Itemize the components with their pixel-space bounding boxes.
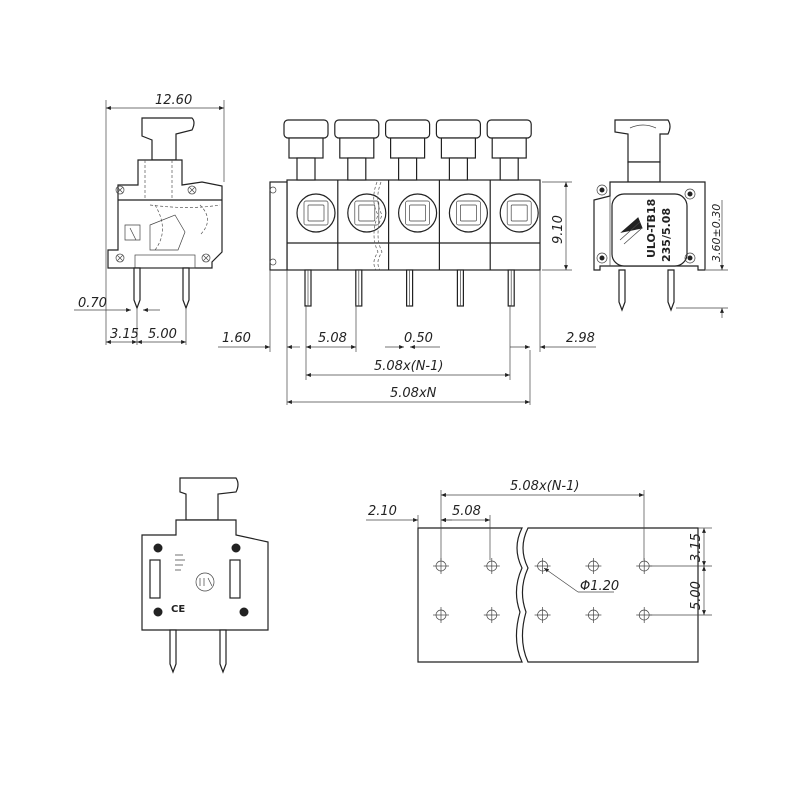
end-view: ULO-TB18 235/5.08 3.60±0.30 xyxy=(593,119,728,318)
lever-neck xyxy=(347,157,367,181)
wire-entry-hole xyxy=(347,193,387,233)
wire-entry-hole xyxy=(499,193,539,233)
lever-button xyxy=(334,119,380,139)
ul-mark-icon xyxy=(175,554,185,571)
lever-neck xyxy=(499,157,519,181)
lever-neck xyxy=(398,157,418,181)
wire-entry-square xyxy=(405,200,430,226)
dim-side-width: 12.60 xyxy=(155,93,192,108)
wire-clamp xyxy=(358,204,376,222)
ce-mark-icon: CE xyxy=(171,604,185,615)
dim-pcb-row-pitch: 5.00 xyxy=(689,581,704,610)
lever-button xyxy=(486,119,532,139)
wire-entry-hole xyxy=(398,193,438,233)
dim-row-pitch: 5.00 xyxy=(148,327,177,342)
wire-entry-hole xyxy=(448,193,488,233)
dim-pcb-row-offset: 3.15 xyxy=(689,533,704,562)
wire-entry-square xyxy=(506,200,532,226)
dim-pcb-span: 5.08x(N-1) xyxy=(510,479,579,494)
back-view: CE xyxy=(141,477,269,674)
lever-stem xyxy=(491,137,527,159)
wire-entry-square xyxy=(456,200,481,226)
wire-clamp xyxy=(510,204,528,222)
front-end-cap xyxy=(269,181,288,271)
dim-height: 9.10 xyxy=(551,215,566,244)
wire-entry-hole xyxy=(296,193,336,233)
wire-clamp xyxy=(460,204,477,222)
end-cap-screw-icon xyxy=(269,186,277,194)
side-view: 12.60 0.70 3.15 5.00 xyxy=(74,93,225,345)
series-marking: ULO-TB18 xyxy=(645,199,658,258)
break-line xyxy=(377,181,383,271)
break-line xyxy=(373,181,379,271)
front-view xyxy=(269,119,541,307)
wire-clamp xyxy=(409,204,426,222)
pcb-hole-grid xyxy=(433,558,653,623)
wire-entry-square xyxy=(354,200,380,226)
lever-stem xyxy=(440,137,476,159)
certification-mark-icon xyxy=(195,572,215,592)
front-dimensions: 1.60 5.08 0.50 2.98 5.08x(N-1) 5.08xN 9.… xyxy=(218,181,596,405)
end-cap-screw-icon xyxy=(269,258,277,266)
dim-pin-height: 3.60±0.30 xyxy=(710,204,723,262)
wire-entry-square xyxy=(303,200,329,226)
dim-span-n: 5.08xN xyxy=(390,386,437,401)
dim-pcb-pitch: 5.08 xyxy=(452,504,481,519)
dim-left-margin: 1.60 xyxy=(222,331,251,346)
brand-logo-icon xyxy=(620,217,643,233)
lever-neck xyxy=(448,157,468,181)
lever-stem xyxy=(288,137,324,159)
lever-neck xyxy=(296,157,316,181)
dim-pcb-edge: 2.10 xyxy=(368,504,397,519)
pcb-layout: 5.08x(N-1) 2.10 5.08 Φ1.20 3.15 5.00 xyxy=(366,479,712,663)
wire-clamp xyxy=(307,204,325,222)
dim-pin-offset: 0.70 xyxy=(78,296,107,311)
rating-marking: 235/5.08 xyxy=(660,208,673,262)
dim-row-offset: 3.15 xyxy=(110,327,139,342)
lever-button xyxy=(385,119,431,139)
dim-pitch: 5.08 xyxy=(318,331,347,346)
dim-right-margin: 2.98 xyxy=(566,331,595,346)
dim-hole-diameter: Φ1.20 xyxy=(580,579,619,594)
dim-span-n-minus-1: 5.08x(N-1) xyxy=(374,359,443,374)
lever-button xyxy=(435,119,481,139)
lever-stem xyxy=(390,137,426,159)
lever-button xyxy=(283,119,329,139)
dim-pin-size: 0.50 xyxy=(404,331,433,346)
lever-stem xyxy=(339,137,375,159)
